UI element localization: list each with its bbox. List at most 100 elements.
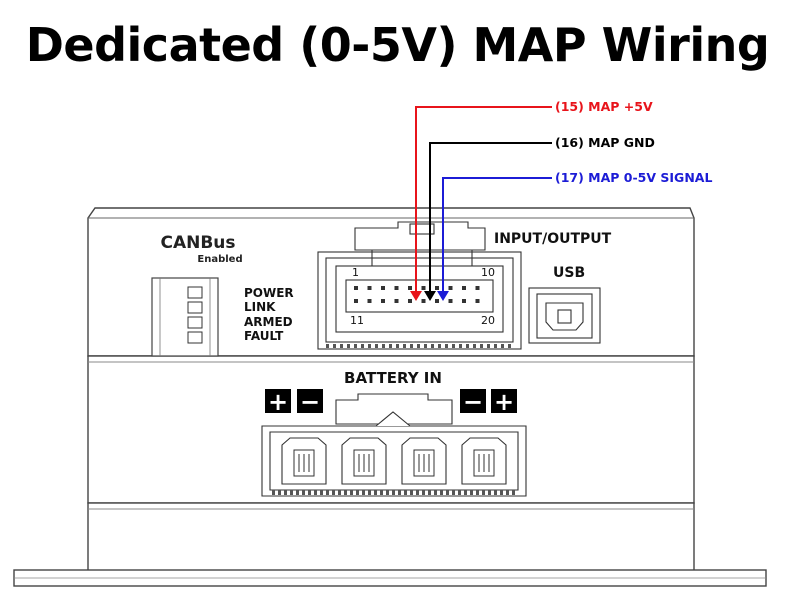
connector-tooth <box>340 344 343 348</box>
usb-label: USB <box>553 265 585 281</box>
battery-label: BATTERY IN <box>344 369 442 387</box>
connector-tooth <box>368 490 371 495</box>
battery-cavity <box>461 437 507 485</box>
usb-port <box>528 287 601 344</box>
led-link <box>187 301 203 314</box>
connector-tooth <box>392 490 395 495</box>
battery-cavity <box>341 437 387 485</box>
polarity-right-minus: − <box>463 388 483 416</box>
io-pin <box>381 299 385 303</box>
wire-label-map-signal: (17) MAP 0-5V SIGNAL <box>555 170 712 185</box>
lower-housing <box>87 502 695 574</box>
io-pin <box>435 299 439 303</box>
connector-tooth <box>350 490 353 495</box>
connector-tooth <box>487 344 490 348</box>
polarity-left-plus: + <box>268 388 288 416</box>
connector-tooth <box>403 344 406 348</box>
led-label-link: LINK <box>244 300 276 314</box>
wire-label-map-5v: (15) MAP +5V <box>555 99 653 114</box>
connector-tooth <box>431 344 434 348</box>
io-pin <box>475 299 480 303</box>
connector-tooth <box>438 344 441 348</box>
connector-tooth <box>308 490 311 495</box>
minus-icon <box>297 389 323 413</box>
connector-tooth <box>362 490 365 495</box>
canbus-title: CANBus <box>160 233 235 253</box>
connector-tooth <box>488 490 491 495</box>
connector-tooth <box>354 344 357 348</box>
plus-icon <box>265 389 291 413</box>
battery-cavities <box>281 437 507 485</box>
io-pin <box>381 286 385 290</box>
connector-tooth <box>417 344 420 348</box>
battery-cavity <box>401 437 447 485</box>
battery-cavity <box>281 437 327 485</box>
connector-tooth <box>320 490 323 495</box>
led-label-power: POWER <box>244 286 294 300</box>
connector-tooth <box>464 490 467 495</box>
canbus-sub: Enabled <box>197 254 242 265</box>
wire-map-5v <box>410 106 552 301</box>
io-pin <box>435 286 439 290</box>
battery-connector <box>261 393 527 497</box>
pin-label-10: 10 <box>481 266 495 279</box>
connector-tooth <box>506 490 509 495</box>
connector-tooth <box>410 344 413 348</box>
io-pin <box>354 286 358 290</box>
io-pin <box>421 299 426 303</box>
io-pin <box>408 286 412 290</box>
connector-tooth <box>326 344 329 348</box>
io-pin <box>367 286 372 290</box>
page-title: Dedicated (0-5V) MAP Wiring <box>25 18 770 72</box>
connector-tooth <box>508 344 511 348</box>
connector-tooth <box>476 490 479 495</box>
connector-tooth <box>473 344 476 348</box>
connector-tooth <box>368 344 371 348</box>
connector-tooth <box>344 490 347 495</box>
connector-tooth <box>375 344 378 348</box>
led-label-armed: ARMED <box>244 315 293 329</box>
connector-tooth <box>480 344 483 348</box>
connector-tooth <box>278 490 281 495</box>
io-pin <box>462 299 466 303</box>
io-pin <box>394 299 399 303</box>
io-pin <box>421 286 426 290</box>
connector-tooth <box>452 490 455 495</box>
io-pin <box>475 286 480 290</box>
connector-tooth <box>422 490 425 495</box>
connector-tooth <box>382 344 385 348</box>
plus-icon <box>491 389 517 413</box>
io-pin-grid <box>354 286 480 303</box>
led-fault <box>187 331 203 344</box>
connector-tooth <box>386 490 389 495</box>
connector-tooth <box>458 490 461 495</box>
connector-tooth <box>404 490 407 495</box>
wire-map-signal <box>437 177 552 301</box>
connector-tooth <box>284 490 287 495</box>
led-armed <box>187 316 203 329</box>
connector-tooth <box>434 490 437 495</box>
polarity-left-minus: − <box>300 388 320 416</box>
led-power <box>187 286 203 299</box>
connector-tooth <box>512 490 515 495</box>
polarity-right-plus: + <box>494 388 514 416</box>
connector-tooth <box>332 490 335 495</box>
connector-tooth <box>446 490 449 495</box>
connector-tooth <box>356 490 359 495</box>
connector-tooth <box>452 344 455 348</box>
wire-map-gnd <box>424 142 552 301</box>
connector-tooth <box>416 490 419 495</box>
connector-tooth <box>326 490 329 495</box>
led-label-fault: FAULT <box>244 329 284 343</box>
connector-tooth <box>296 490 299 495</box>
io-connector <box>317 221 522 350</box>
connector-tooth <box>445 344 448 348</box>
connector-tooth <box>482 490 485 495</box>
connector-tooth <box>347 344 350 348</box>
polarity-left <box>265 389 323 413</box>
connector-tooth <box>410 490 413 495</box>
polarity-right <box>460 389 517 413</box>
connector-tooth <box>459 344 462 348</box>
io-pin <box>448 299 453 303</box>
